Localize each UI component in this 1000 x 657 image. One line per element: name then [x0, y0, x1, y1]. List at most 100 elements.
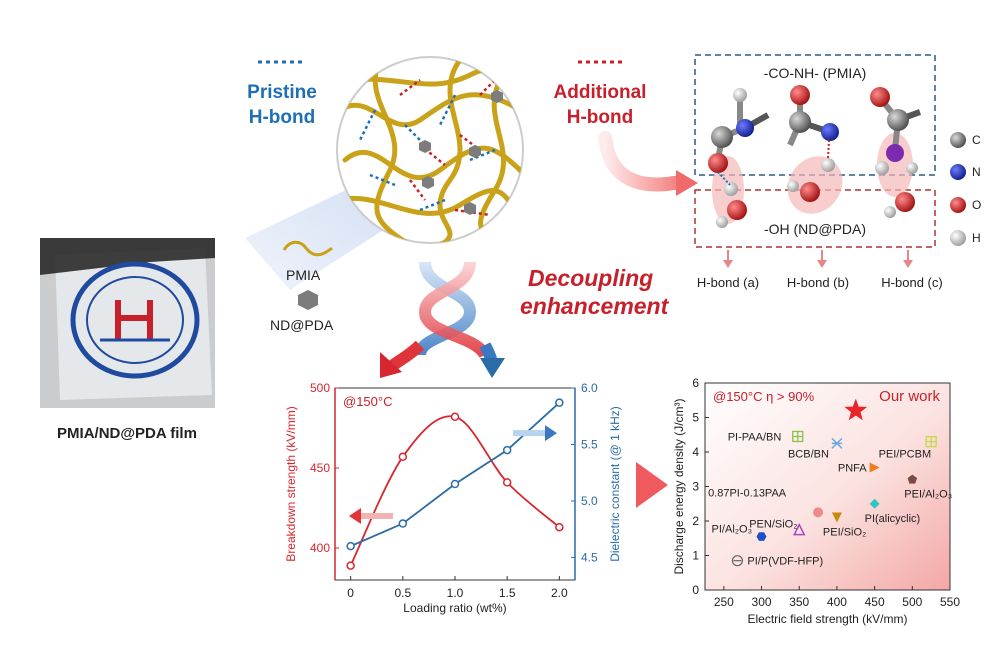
data-point-square-cross: [792, 430, 804, 443]
nd-pda-particle: [464, 202, 476, 215]
y-tick-label: 1: [692, 549, 699, 563]
marker-cross: [926, 436, 937, 447]
x-tick-label: 300: [752, 595, 772, 609]
pristine-title-line2: H-bond: [249, 107, 315, 128]
chart1-left-ylabel: Breakdown strength (kV/mm): [284, 406, 298, 561]
breakdown-point: [502, 478, 512, 487]
hbond-c-label: H-bond (c): [881, 275, 942, 290]
molecule-panel: [694, 54, 966, 268]
nanostructure-circle: [336, 56, 524, 244]
chart2-ylabel: Discharge energy density (J/cm³): [672, 398, 686, 574]
logo-glyph: [115, 300, 153, 340]
y-tick-label: 6: [692, 376, 699, 390]
y-tick-label: 5: [692, 411, 699, 425]
right-y-tick-label: 5.0: [581, 494, 598, 508]
chart2-highlight: Our work: [879, 388, 940, 405]
data-point-label: BCB/BN: [788, 448, 829, 460]
x-tick-label: 400: [827, 595, 847, 609]
pmia-group-label: -CO-NH- (PMIA): [764, 65, 867, 81]
ndpda-group-label: -OH (ND@PDA): [764, 221, 866, 237]
nd-pda-particle: [469, 145, 481, 158]
data-point-square-cross: [925, 435, 937, 448]
y-tick-label: 0: [692, 583, 699, 597]
pmia-fiber: [437, 57, 463, 243]
data-point-diamond: [869, 498, 880, 509]
x-tick-label: 0.5: [394, 586, 411, 600]
arrow-to-comparison-head: [636, 462, 668, 508]
logo-ring-inner: [86, 276, 184, 364]
x-tick-label: 350: [789, 595, 809, 609]
data-point-label: PEI/SiO₂: [823, 527, 866, 539]
right-series-arrowhead: [545, 425, 557, 442]
data-point-label: PI/Al₂O₃: [712, 524, 753, 536]
y-tick-label: 3: [692, 480, 699, 494]
left-y-tick-label: 500: [310, 381, 330, 395]
x-tick-label: 250: [714, 595, 734, 609]
pristine-title-line1: Pristine: [247, 82, 317, 103]
dielectric-point: [502, 445, 512, 455]
atom-h-ball: [950, 230, 966, 246]
data-point-label: PEI/Al₂O₃: [904, 489, 952, 501]
data-point-star: [844, 398, 868, 421]
atom-h-label: H: [972, 231, 981, 245]
nd-pda-particle: [491, 90, 503, 103]
data-point-triangle-right: [869, 462, 880, 473]
molecule-b: [787, 85, 843, 214]
y-tick-label: 2: [692, 514, 699, 528]
decoupling-line1: Decoupling: [528, 265, 653, 291]
data-point-label: 0.87PI-0.13PAA: [708, 487, 787, 499]
additional-title-line2: H-bond: [567, 107, 633, 128]
left-y-tick-label: 400: [310, 541, 330, 555]
breakdown-point: [450, 412, 460, 422]
breakdown-point: [398, 452, 408, 462]
right-y-tick-label: 4.5: [581, 550, 598, 564]
legend-ndpda-label: ND@PDA: [270, 317, 334, 333]
data-point-label: PNFA: [838, 463, 867, 475]
nd-pda-legend-glyph: [298, 290, 318, 310]
x-tick-label: 500: [902, 595, 922, 609]
hbond-arrows: [723, 250, 913, 268]
atom-o-label: O: [972, 198, 981, 212]
chart1-annotation: @150°C: [343, 394, 392, 409]
data-point-label: PI/P(VDF-HFP): [747, 556, 823, 568]
x-tick-label: 550: [940, 595, 960, 609]
left-series-arrowhead: [349, 508, 361, 524]
data-point-label: PI-PAA/BN: [728, 431, 782, 443]
legend-pmia-label: PMIA: [286, 267, 321, 283]
x-tick-label: 1.0: [447, 586, 464, 600]
atom-c-ball: [950, 132, 966, 148]
decoupling-strands: [380, 261, 505, 378]
marker-cross: [792, 431, 803, 442]
dielectric-point: [555, 398, 564, 407]
tweezers: [40, 238, 215, 275]
atom-n-ball: [950, 164, 966, 180]
arrow-to-molecules: [598, 131, 687, 192]
additional-title-line1: Additional: [554, 82, 647, 103]
pmia-fiber: [342, 145, 523, 180]
data-point-circle-minus: [731, 555, 744, 567]
breakdown-point: [555, 522, 564, 532]
atom-o-ball: [950, 197, 966, 213]
data-point-label: PEI/PCBM: [879, 449, 932, 461]
data-point-circle: [813, 507, 824, 518]
pmia-legend-glyph: [282, 240, 333, 257]
x-tick-label: 2.0: [551, 586, 568, 600]
y-tick-label: 4: [692, 445, 699, 459]
x-tick-label: 0: [347, 586, 354, 600]
hbond-b-label: H-bond (b): [787, 275, 849, 290]
right-y-tick-label: 6.0: [581, 381, 598, 395]
atom-n-label: N: [972, 165, 981, 179]
data-point-pentagon: [907, 474, 918, 484]
pmia-fiber: [372, 57, 413, 243]
decoupling-line2: enhancement: [520, 293, 670, 319]
pmia-fiber: [337, 188, 523, 218]
marker-circle: [731, 555, 744, 567]
data-point-cross: [831, 437, 843, 449]
data-point-label: PEN/SiO₂: [749, 519, 797, 531]
dielectric-point: [398, 519, 408, 528]
chart2-annotation: @150°C η > 90%: [713, 389, 815, 404]
breakdown-point: [346, 561, 355, 570]
x-tick-label: 1.5: [499, 586, 516, 600]
